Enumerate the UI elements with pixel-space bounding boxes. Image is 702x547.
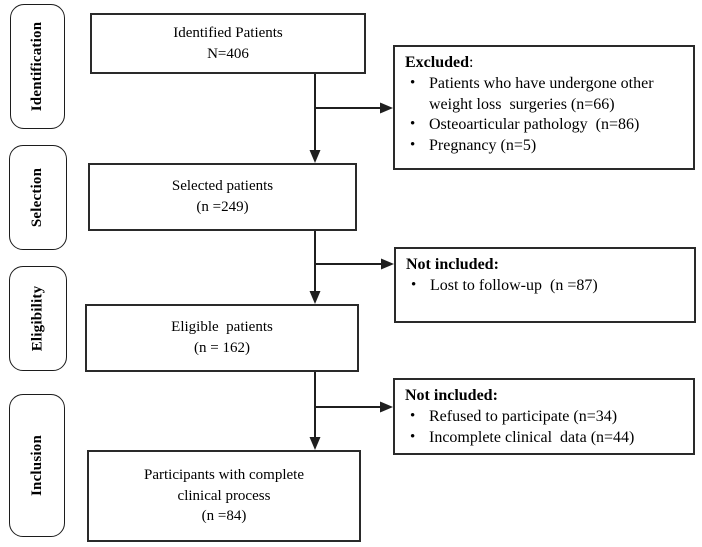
not-included-item: • Lost to follow-up (n =87) (406, 276, 686, 297)
side-box-title: Not included: (405, 387, 498, 404)
side-box-not-included-followup: Not included: • Lost to follow-up (n =87… (394, 247, 696, 323)
excluded-item-text: Pregnancy (n=5) (429, 137, 537, 155)
flow-box-selected-patients: Selected patients (n =249) (88, 163, 357, 231)
flow-box-identified-patients: Identified Patients N=406 (90, 13, 366, 74)
flow-box-line: Selected patients (171, 178, 274, 195)
stage-label-identification: Identification (10, 4, 65, 129)
side-box-title: Not included: (406, 256, 499, 273)
bullet-icon: • (410, 116, 416, 133)
flow-box-count: (n =84) (201, 508, 247, 525)
flow-box-line: Identified Patients (173, 24, 283, 41)
flow-box-count: N=406 (207, 45, 249, 62)
not-included-item: • Incomplete clinical data (n=44) (405, 428, 685, 449)
flow-box-line: Participants with complete (144, 466, 304, 483)
stage-label-eligibility: Eligibility (9, 266, 67, 371)
not-included-item-text: Lost to follow-up (n =87) (430, 276, 598, 294)
bullet-icon: • (410, 428, 416, 445)
excluded-item: • Patients who have undergone other weig… (405, 74, 685, 116)
side-box-excluded: Excluded: • Patients who have undergone … (393, 45, 695, 170)
excluded-item: • Pregnancy (n=5) (405, 136, 685, 157)
bullet-icon: • (410, 137, 416, 154)
flow-box-count: (n = 162) (194, 340, 250, 356)
not-included-item-text: Refused to participate (n=34) (429, 407, 618, 425)
not-included-item: • Refused to participate (n=34) (405, 407, 685, 428)
flow-box-participants-complete: Participants with complete clinical proc… (87, 450, 361, 542)
stage-label-inclusion: Inclusion (9, 394, 65, 537)
stage-label-text: Identification (29, 21, 45, 112)
side-box-title-row: Not included: (406, 255, 686, 276)
stage-label-text: Eligibility (29, 285, 46, 352)
side-box-title-row: Excluded: (405, 53, 685, 74)
side-box-not-included-final: Not included: • Refused to participate (… (393, 378, 695, 455)
side-box-title-row: Not included: (405, 386, 685, 407)
excluded-item-text: Patients who have undergone other weight… (429, 74, 658, 113)
flow-box-eligible-patients: Eligible patients (n = 162) (85, 304, 359, 372)
flow-box-line: Eligible patients (171, 319, 273, 336)
bullet-icon: • (410, 407, 416, 424)
excluded-item: • Osteoarticular pathology (n=86) (405, 115, 685, 136)
side-box-title: Excluded (405, 54, 470, 71)
flow-box-line: clinical process (177, 487, 271, 504)
not-included-item-text: Incomplete clinical data (n=44) (429, 428, 635, 446)
stage-label-selection: Selection (9, 145, 67, 250)
bullet-icon: • (410, 74, 416, 91)
flow-box-count: (n =249) (196, 199, 249, 215)
stage-label-text: Selection (29, 167, 46, 228)
excluded-item-text: Osteoarticular pathology (n=86) (429, 116, 640, 134)
side-box-title-suffix: : (469, 54, 474, 71)
bullet-icon: • (411, 276, 417, 293)
stage-label-text: Inclusion (28, 435, 45, 496)
